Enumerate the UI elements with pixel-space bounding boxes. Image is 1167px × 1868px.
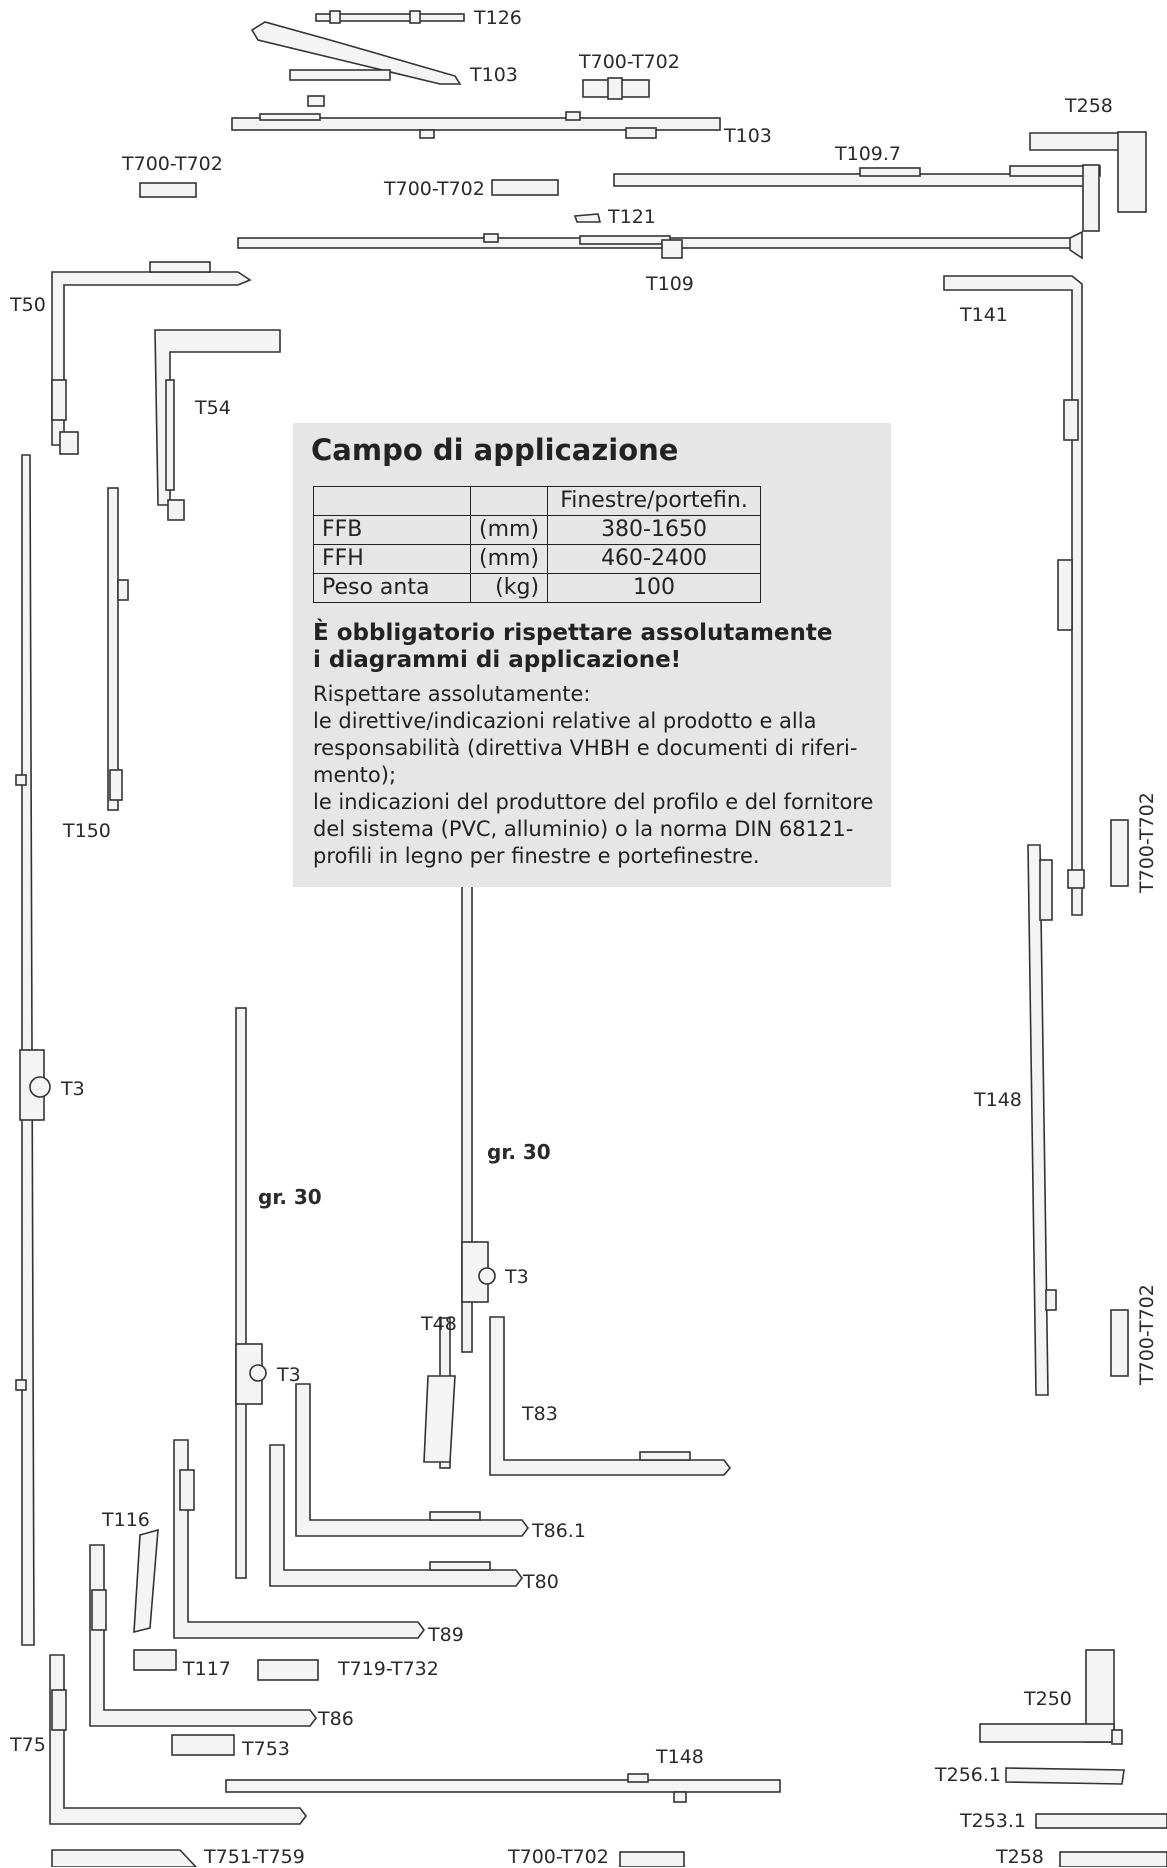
label-t75: T75 xyxy=(10,1734,46,1756)
label-t117: T117 xyxy=(183,1658,231,1680)
part-t700-rot1 xyxy=(1110,819,1129,887)
label-t753: T753 xyxy=(242,1738,290,1760)
part-t250 xyxy=(979,1649,1123,1745)
spec-row: FFH (mm) 460-2400 xyxy=(313,544,762,574)
label-t86-1: T86.1 xyxy=(532,1520,586,1542)
application-info-box: Campo di applicazione Finestre/portefin.… xyxy=(293,423,891,887)
spec-row: FFB (mm) 380-1650 xyxy=(313,515,762,545)
info-title: Campo di applicazione xyxy=(311,433,679,467)
part-t103-arm xyxy=(250,21,462,107)
label-t89: T89 xyxy=(428,1624,464,1646)
part-t258-top xyxy=(1029,131,1147,213)
part-t86-1 xyxy=(295,1383,529,1537)
warning-text: È obbligatorio rispettare assolutamente … xyxy=(313,620,833,673)
spec-name: FFH xyxy=(313,544,471,574)
part-t75 xyxy=(49,1654,307,1825)
spec-value: 460-2400 xyxy=(547,544,762,574)
part-t700-left xyxy=(139,182,197,198)
spec-value: 380-1650 xyxy=(547,515,762,545)
label-gr30-lower: gr. 30 xyxy=(258,1185,322,1209)
part-t89 xyxy=(173,1439,425,1639)
body-text: Rispettare assolutamente: le direttive/i… xyxy=(313,682,874,868)
part-t700-bottom xyxy=(619,1851,685,1867)
label-t700-mid: T700-T702 xyxy=(384,178,485,200)
label-t700-left: T700-T702 xyxy=(122,153,223,175)
label-t700-rotated-lower: T700-T702 xyxy=(1136,1284,1158,1385)
part-t258-bottom xyxy=(1059,1851,1167,1867)
part-t253-1 xyxy=(1035,1813,1167,1829)
part-t116 xyxy=(133,1528,159,1634)
label-t250: T250 xyxy=(1024,1688,1072,1710)
label-t256-1: T256.1 xyxy=(935,1764,1001,1786)
part-t103-bar xyxy=(231,111,721,139)
label-t719: T719-T732 xyxy=(338,1658,439,1680)
label-t141: T141 xyxy=(960,304,1008,326)
label-t116: T116 xyxy=(102,1509,150,1531)
part-t83 xyxy=(489,1316,732,1476)
part-t256-1 xyxy=(1005,1767,1125,1785)
label-t148-bottom: T148 xyxy=(656,1746,704,1768)
part-t86 xyxy=(89,1544,317,1727)
part-rod-right xyxy=(461,871,496,1353)
part-t148-right xyxy=(1027,844,1057,1396)
label-t103-lower: T103 xyxy=(724,125,772,147)
label-t751: T751-T759 xyxy=(204,1846,305,1868)
label-t258-top: T258 xyxy=(1065,95,1113,117)
label-t109: T109 xyxy=(646,273,694,295)
label-t150: T150 xyxy=(63,820,111,842)
part-t751 xyxy=(51,1849,198,1867)
part-rod-left xyxy=(235,1007,267,1579)
part-t700-rot2 xyxy=(1110,1309,1129,1377)
part-t50 xyxy=(51,261,252,455)
part-t148-bottom xyxy=(225,1773,781,1803)
part-t109 xyxy=(237,230,1083,260)
part-t141 xyxy=(943,275,1085,916)
part-t121 xyxy=(573,213,602,223)
part-t80 xyxy=(269,1444,523,1587)
label-t700-bottom: T700-T702 xyxy=(508,1846,609,1868)
label-t48: T48 xyxy=(421,1313,457,1335)
label-t148-right: T148 xyxy=(974,1089,1022,1111)
part-t753 xyxy=(171,1734,235,1756)
part-t719 xyxy=(257,1659,319,1681)
spec-unit: (kg) xyxy=(469,573,549,603)
label-t50: T50 xyxy=(10,294,46,316)
label-t3-left: T3 xyxy=(61,1078,85,1100)
spec-name: FFB xyxy=(313,515,471,545)
part-t48 xyxy=(423,1317,456,1469)
label-t700-top: T700-T702 xyxy=(579,51,680,73)
part-t700-mid xyxy=(491,179,559,196)
label-t121: T121 xyxy=(608,206,656,228)
part-t700-top xyxy=(582,77,650,100)
part-t109-7 xyxy=(613,164,1101,232)
spec-name: Peso anta xyxy=(313,573,471,603)
spec-header: Finestre/portefin. xyxy=(547,486,762,516)
label-t103-upper: T103 xyxy=(470,64,518,86)
spec-unit: (mm) xyxy=(469,515,549,545)
label-t109-7: T109.7 xyxy=(835,143,901,165)
spec-header-row: Finestre/portefin. xyxy=(313,486,762,516)
label-t253-1: T253.1 xyxy=(960,1810,1026,1832)
spec-row: Peso anta (kg) 100 xyxy=(313,573,762,603)
part-left-long-bar xyxy=(15,454,51,1646)
spec-unit: (mm) xyxy=(469,544,549,574)
label-t83: T83 xyxy=(522,1403,558,1425)
label-t54: T54 xyxy=(195,397,231,419)
label-t3-mid-lower: T3 xyxy=(277,1364,301,1386)
label-t86: T86 xyxy=(318,1708,354,1730)
part-t126 xyxy=(315,10,465,24)
label-t80: T80 xyxy=(523,1571,559,1593)
label-t700-rotated-upper: T700-T702 xyxy=(1136,792,1158,893)
part-t117 xyxy=(133,1649,177,1671)
part-t54 xyxy=(154,329,281,521)
part-t150 xyxy=(107,487,129,811)
spec-value: 100 xyxy=(547,573,762,603)
label-gr30-upper: gr. 30 xyxy=(487,1140,551,1164)
label-t126: T126 xyxy=(474,7,522,29)
label-t258-bottom: T258 xyxy=(996,1846,1044,1868)
spec-table: Finestre/portefin. FFB (mm) 380-1650 FFH… xyxy=(313,486,762,603)
label-t3-mid-upper: T3 xyxy=(505,1266,529,1288)
